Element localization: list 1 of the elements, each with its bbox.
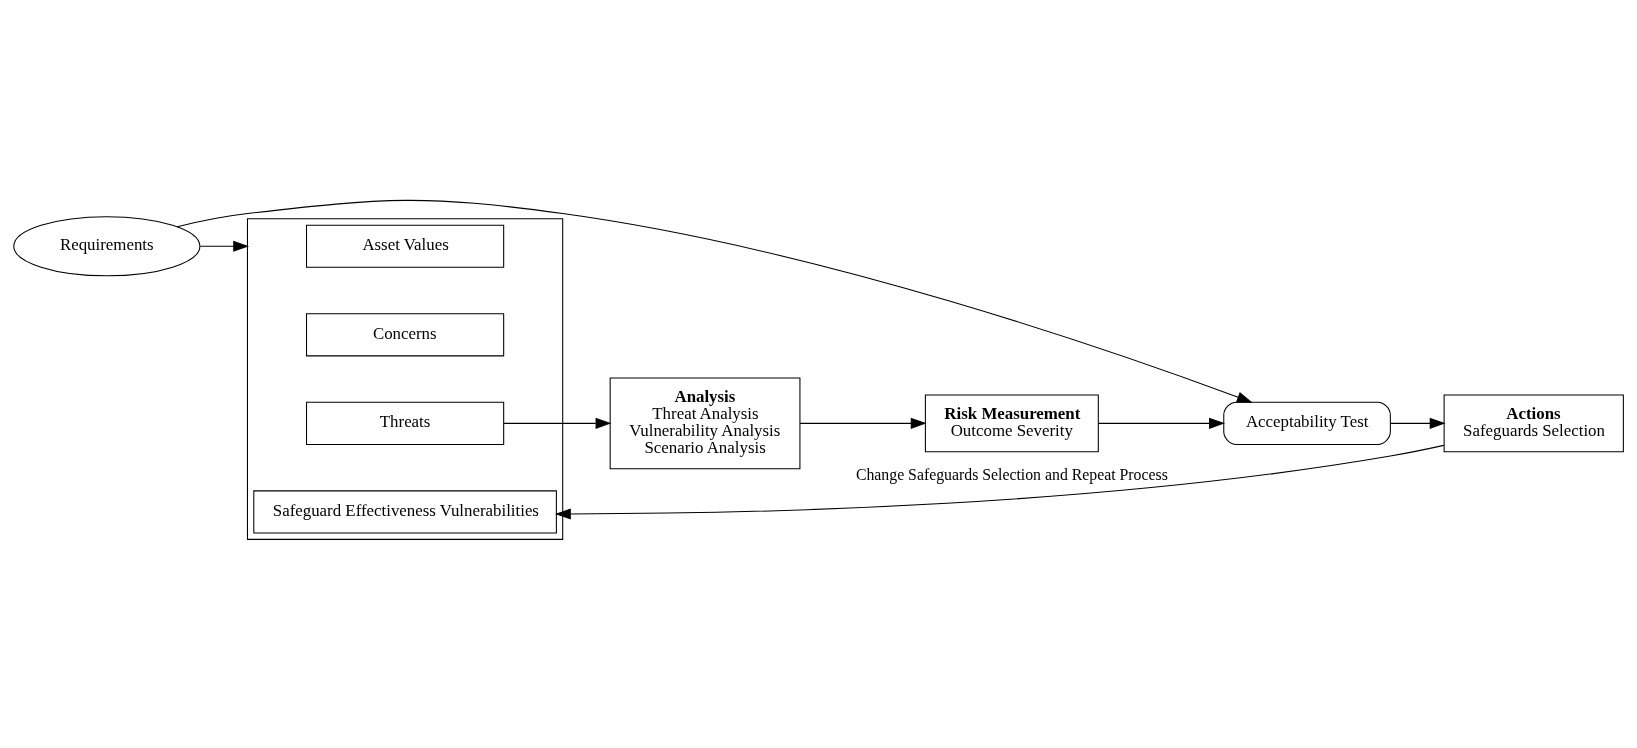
edge-label: Change Safeguards Selection and Repeat Process <box>855 466 1168 484</box>
